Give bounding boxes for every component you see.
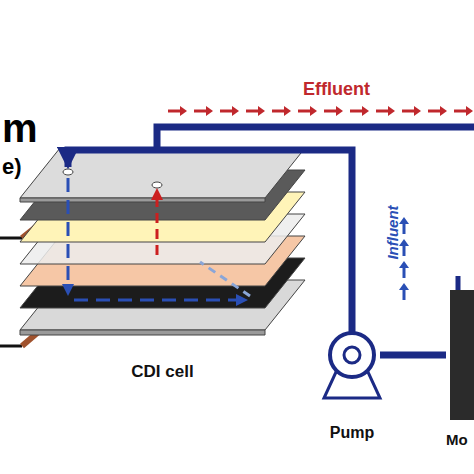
effluent-arrow bbox=[428, 106, 447, 116]
influent-arrow bbox=[399, 261, 409, 278]
pump-symbol bbox=[324, 333, 380, 398]
effluent-arrow bbox=[246, 106, 265, 116]
effluent-arrow bbox=[272, 106, 291, 116]
pipe-connector bbox=[380, 352, 446, 359]
effluent-arrow bbox=[376, 106, 395, 116]
pipe-connector bbox=[68, 150, 352, 332]
influent-arrow bbox=[399, 239, 409, 256]
effluent-arrow bbox=[194, 106, 213, 116]
effluent-arrow bbox=[350, 106, 369, 116]
figure-heading: e) bbox=[2, 156, 22, 178]
wire bbox=[0, 237, 22, 240]
monitor: Mo bbox=[446, 290, 474, 450]
monitor-box bbox=[450, 290, 474, 420]
wire bbox=[0, 345, 22, 348]
pump: Pump bbox=[324, 332, 380, 446]
node-label: CDI cell bbox=[131, 362, 193, 382]
effluent-arrow bbox=[402, 106, 421, 116]
cdi-cell: CDI cell bbox=[15, 165, 310, 390]
effluent-arrow bbox=[220, 106, 239, 116]
pipe bbox=[456, 276, 461, 290]
cdi-stack bbox=[20, 148, 305, 335]
effluent-arrow bbox=[454, 106, 473, 116]
figure-heading: m bbox=[2, 108, 38, 148]
effluent-arrow bbox=[168, 106, 187, 116]
influent-arrow bbox=[399, 217, 409, 234]
node-label: Mo bbox=[446, 431, 468, 448]
flow-label: Influent bbox=[385, 205, 400, 259]
influent-arrow bbox=[399, 283, 409, 300]
flow-label: Effluent bbox=[303, 80, 370, 98]
effluent-arrow bbox=[324, 106, 343, 116]
effluent-arrow bbox=[298, 106, 317, 116]
node-label: Pump bbox=[330, 424, 374, 442]
flow-arrows bbox=[62, 178, 250, 306]
